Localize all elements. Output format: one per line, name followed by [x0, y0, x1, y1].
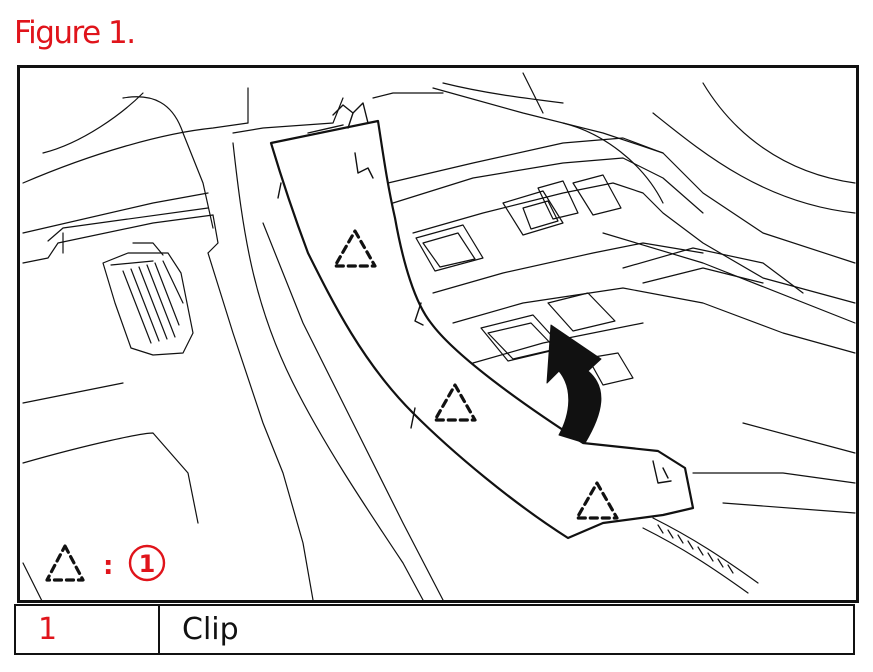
console-lines — [387, 72, 856, 514]
console-switches — [415, 174, 634, 386]
line-drawing: : 1 — [22, 72, 856, 600]
illustration-frame: : 1 — [17, 65, 859, 603]
legend-row-name: Clip — [158, 604, 855, 655]
dashed-triangle-icon — [45, 544, 85, 582]
parts-legend-table: 1 Clip — [14, 604, 855, 655]
legend-row-number: 1 — [14, 604, 160, 655]
legend-callout: : 1 — [45, 544, 166, 582]
curved-arrow-icon — [546, 324, 602, 444]
legend-row: 1 Clip — [14, 604, 855, 655]
clip-marker — [333, 229, 377, 268]
dashboard-lines — [22, 87, 664, 264]
pedal-drawing — [102, 242, 194, 356]
figure-title: Figure 1. — [14, 15, 136, 51]
callout-separator: : — [103, 551, 113, 581]
floor-lines — [22, 142, 444, 600]
clip-marker — [433, 383, 477, 422]
trim-panel — [269, 102, 695, 540]
harness-drawing — [642, 517, 759, 594]
callout-number-circle — [128, 544, 166, 582]
callout-number: 1 — [139, 550, 156, 578]
clip-marker — [575, 481, 619, 520]
